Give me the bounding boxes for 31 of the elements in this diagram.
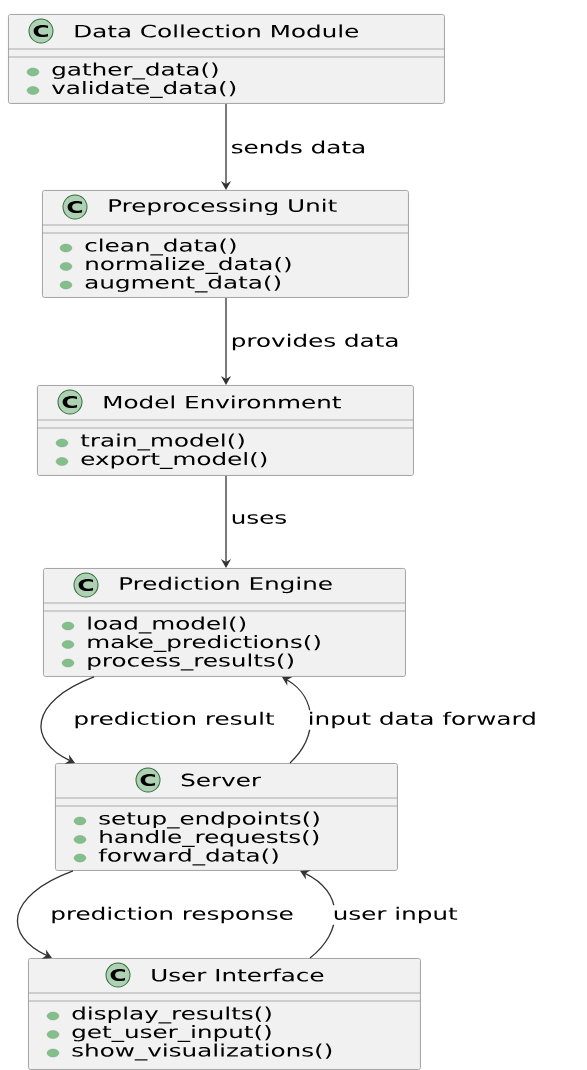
arrow bbox=[16, 870, 74, 959]
method-text: process_results() bbox=[88, 653, 293, 671]
method-text: load_model() bbox=[88, 616, 246, 634]
method-text: augment_data() bbox=[85, 275, 280, 293]
edge-label: prediction response bbox=[48, 905, 296, 925]
edge-label: prediction result bbox=[71, 710, 277, 730]
edge-label: uses bbox=[229, 512, 289, 526]
method-text: forward_data() bbox=[98, 848, 278, 866]
method-text: clean_data() bbox=[85, 238, 236, 256]
class-name: Model Environment bbox=[104, 395, 341, 409]
class-name: Server bbox=[181, 773, 262, 787]
method-text: show_visualizations() bbox=[72, 1043, 332, 1061]
method-text: display_results() bbox=[72, 1006, 271, 1024]
method-text: normalize_data() bbox=[86, 257, 291, 274]
method-text: handle_requests() bbox=[100, 830, 319, 847]
method-text: get_user_input() bbox=[72, 1025, 271, 1042]
edge-label: user input bbox=[331, 905, 460, 925]
method-text: gather_data() bbox=[52, 62, 218, 80]
edge-label: input data forward bbox=[306, 710, 539, 730]
class-name: Prediction Engine bbox=[120, 576, 332, 594]
class-name: Data Collection Module bbox=[75, 24, 358, 38]
edge-label: provides data bbox=[229, 332, 401, 352]
class-name: Preprocessing Unit bbox=[109, 198, 337, 216]
method-text: export_model() bbox=[81, 452, 267, 469]
method-text: setup_endpoints() bbox=[99, 811, 319, 829]
method-text: validate_data() bbox=[51, 81, 236, 98]
arrow bbox=[40, 676, 95, 764]
method-text: train_model() bbox=[80, 433, 244, 451]
edge-label: sends data bbox=[229, 138, 368, 156]
class-name: User Interface bbox=[152, 968, 324, 982]
method-text: make_predictions() bbox=[88, 635, 320, 652]
